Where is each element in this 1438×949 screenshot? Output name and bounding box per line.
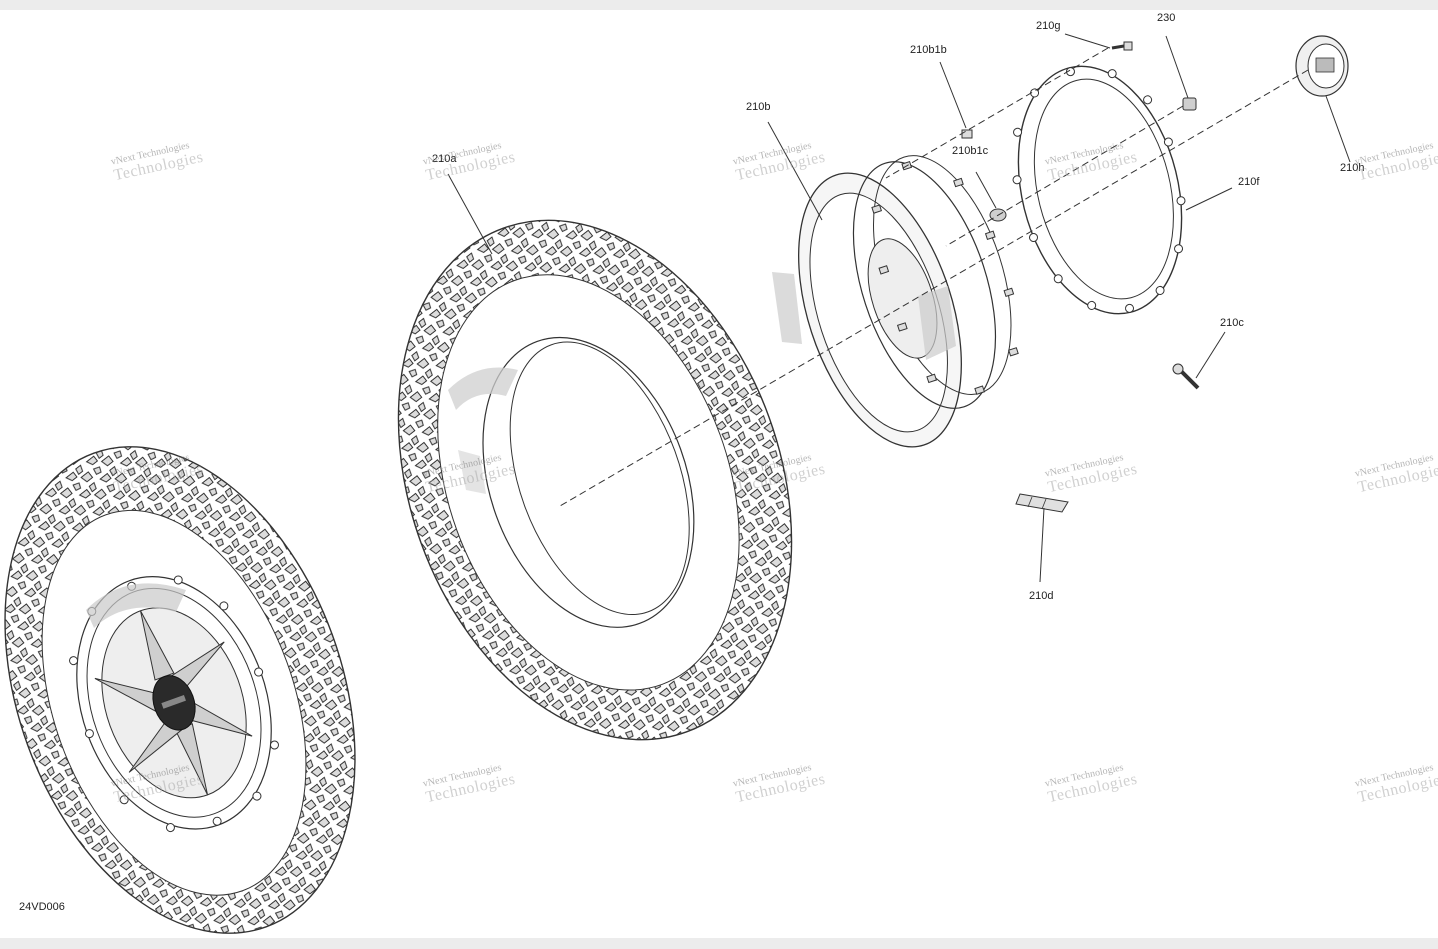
callout-210h: 210h	[1340, 162, 1365, 174]
front-wheel-assembly	[4, 446, 356, 934]
beadlock-ring-210f	[1012, 65, 1186, 315]
callout-210d: 210d	[1029, 590, 1054, 602]
bolt-210g	[1111, 41, 1133, 51]
callout-210a: 210a	[432, 153, 457, 165]
assembly-axes	[559, 47, 1309, 507]
callout-210f: 210f	[1238, 176, 1260, 188]
callout-210b1b: 210b1b	[910, 44, 947, 56]
leader-lines	[447, 33, 1351, 583]
tire-210a	[397, 219, 793, 741]
callout-210b1c: 210b1c	[952, 145, 989, 157]
callout-210g: 210g	[1036, 20, 1061, 32]
center-cap-210h	[1295, 35, 1349, 97]
balance-weight-210d	[1015, 493, 1069, 513]
nut-210b1b	[961, 129, 973, 139]
nut-230	[1182, 97, 1197, 111]
callout-210b: 210b	[746, 101, 771, 113]
drawing-id: 24VD006	[19, 901, 65, 913]
callout-210c: 210c	[1220, 317, 1244, 329]
callout-230: 230	[1157, 12, 1176, 24]
rim-210b	[772, 155, 1019, 448]
valve-stem-210c	[1172, 363, 1200, 390]
diagram-canvas: 210g 230 210b1b 210b 210a 210b1c 210f 21…	[0, 10, 1438, 938]
exploded-wheel-diagram	[4, 33, 1351, 934]
